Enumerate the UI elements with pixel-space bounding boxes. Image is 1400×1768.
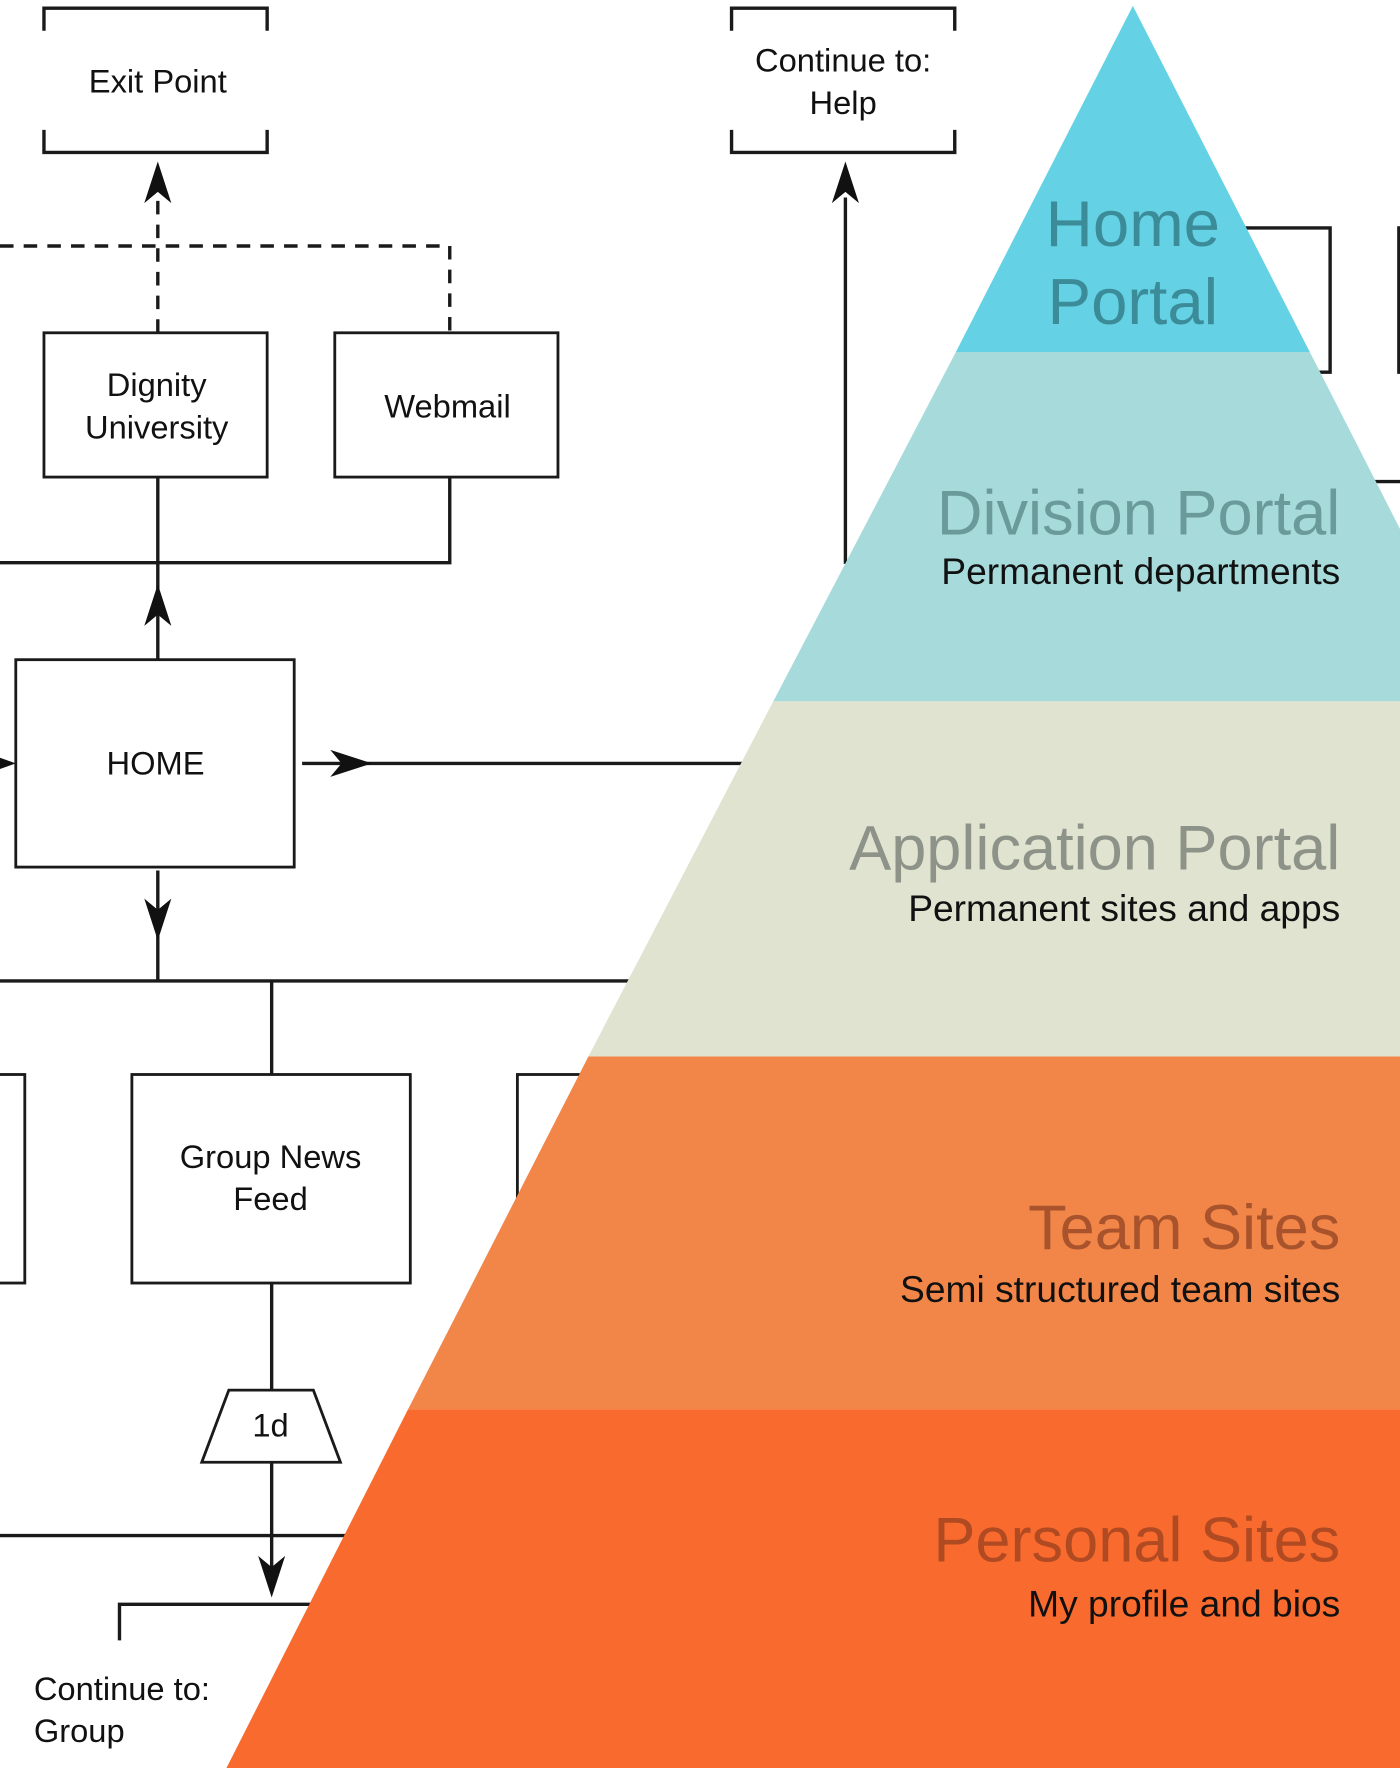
application-portal-title: Application Portal xyxy=(849,813,1340,883)
team-sites-title: Team Sites xyxy=(1028,1193,1340,1263)
exit-dashed-connector xyxy=(0,197,452,333)
home-portal-title-2: Portal xyxy=(1047,265,1218,338)
continue-help-label-2: Help xyxy=(810,84,877,121)
personal-sites-title: Personal Sites xyxy=(933,1505,1340,1575)
continue-help-bracket xyxy=(729,6,957,155)
pyramid-level-personal-sites xyxy=(226,1409,1400,1768)
arrow-head xyxy=(258,1555,286,1598)
arrow-head xyxy=(330,749,372,777)
home-down-connector xyxy=(0,870,654,1075)
pyramid: Home Portal Division Portal Permanent de… xyxy=(226,5,1400,1768)
delay-connector xyxy=(0,1462,361,1579)
pyramid-level-application-portal xyxy=(588,701,1400,1057)
home-portal-title-1: Home xyxy=(1046,187,1220,260)
delay-label: 1d xyxy=(252,1406,288,1443)
group-news-feed-label-2: Feed xyxy=(233,1180,307,1217)
application-portal-subtitle: Permanent sites and apps xyxy=(908,887,1340,929)
exit-point-label: Exit Point xyxy=(89,63,227,100)
arrow-head xyxy=(144,584,172,626)
pyramid-level-home-portal xyxy=(955,5,1310,352)
personal-sites-subtitle: My profile and bios xyxy=(1028,1583,1340,1625)
division-portal-title: Division Portal xyxy=(937,479,1340,549)
home-label: HOME xyxy=(107,745,205,782)
far-right-box xyxy=(1397,226,1400,374)
left-box xyxy=(0,1073,27,1285)
arrow-head xyxy=(831,161,859,204)
continue-group-label-2: Group xyxy=(34,1712,125,1749)
dignity-university-box xyxy=(42,331,269,479)
pyramid-level-team-sites xyxy=(408,1056,1400,1410)
team-sites-subtitle: Semi structured team sites xyxy=(900,1268,1340,1310)
webmail-box xyxy=(333,331,560,479)
group-news-feed-label-1: Group News xyxy=(180,1138,362,1175)
pyramid-level-division-portal xyxy=(773,351,1400,702)
arrow-head xyxy=(0,757,16,770)
delay-trapezoid xyxy=(199,1388,343,1464)
group-news-feed-box xyxy=(130,1073,412,1285)
exit-point-bracket xyxy=(42,6,269,155)
home-up-connector xyxy=(0,477,452,660)
continue-group-label-1: Continue to: xyxy=(34,1670,210,1707)
arrow-head xyxy=(144,898,172,941)
arrow-head xyxy=(144,161,172,204)
continue-group-labels: Continue to: Group xyxy=(34,1670,210,1749)
dignity-university-label-1: Dignity xyxy=(107,366,208,403)
division-portal-subtitle: Permanent departments xyxy=(941,550,1340,592)
webmail-label: Webmail xyxy=(384,387,511,424)
continue-help-label-1: Continue to: xyxy=(755,41,931,78)
dignity-university-label-2: University xyxy=(85,409,229,446)
